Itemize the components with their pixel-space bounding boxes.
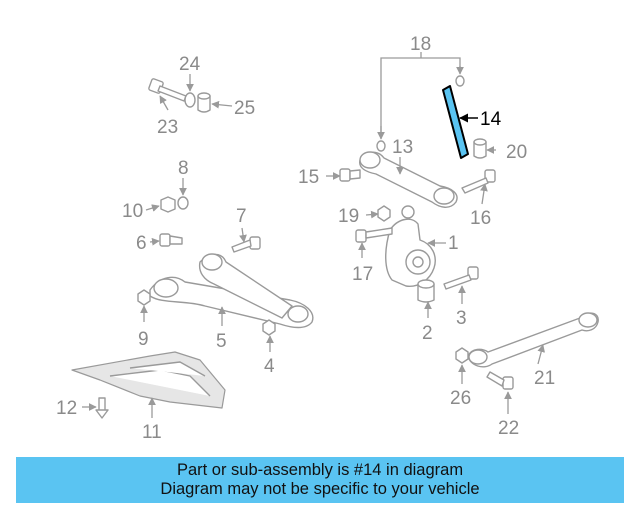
part-1-knuckle [385, 205, 436, 287]
callout-25: 25 [234, 98, 255, 119]
callout-12: 12 [56, 398, 77, 419]
part-16-bolt [461, 169, 496, 194]
part-24-washer [184, 92, 196, 108]
callout-21: 21 [534, 368, 555, 389]
callout-10: 10 [122, 201, 143, 222]
callout-2: 2 [422, 323, 433, 344]
part-22-bolt [486, 371, 514, 390]
part-12-clip [95, 397, 109, 419]
callout-labels: 24 23 25 8 10 6 7 9 5 4 11 12 18 14 13 2… [56, 34, 555, 443]
part-11-shield [71, 351, 226, 409]
part-2-bushing [417, 279, 435, 303]
part-3-bolt [443, 266, 479, 290]
caption-line-1: Part or sub-assembly is #14 in diagram [176, 461, 464, 479]
callout-23: 23 [157, 117, 178, 138]
callout-5: 5 [216, 331, 227, 352]
callout-11: 11 [142, 422, 162, 443]
callout-3: 3 [456, 308, 467, 329]
callout-18: 18 [410, 34, 431, 55]
callout-22: 22 [498, 418, 519, 439]
callout-26: 26 [450, 388, 471, 409]
part-6-bolt [159, 233, 183, 247]
part-25-bushing [197, 92, 211, 113]
callout-15: 15 [298, 167, 319, 188]
part-7-bolt [231, 236, 261, 253]
part-9-nut [137, 289, 151, 306]
parts-diagram: 24 23 25 8 10 6 7 9 5 4 11 12 18 14 13 2… [56, 34, 599, 443]
part-18-bushing-left [376, 140, 386, 152]
leader-lines [82, 52, 545, 418]
part-26-nut [455, 347, 469, 364]
callout-8: 8 [178, 158, 189, 179]
callout-17: 17 [352, 264, 373, 285]
caption-bar: Part or sub-assembly is #14 in diagram D… [16, 457, 624, 503]
part-14-link-highlighted [442, 85, 469, 159]
part-19-nut [377, 205, 391, 222]
callout-4: 4 [264, 356, 275, 377]
callout-19: 19 [338, 206, 359, 227]
part-18-bushing-right [455, 75, 465, 87]
part-4-nut [262, 319, 276, 336]
callout-13: 13 [392, 137, 413, 158]
callout-20: 20 [506, 142, 527, 163]
callout-16: 16 [470, 208, 491, 229]
caption-line-2: Diagram may not be specific to your vehi… [160, 480, 480, 498]
part-23-bolt [148, 78, 187, 102]
callout-7: 7 [236, 206, 247, 227]
part-17-bolt [355, 227, 393, 243]
callout-14: 14 [480, 109, 502, 130]
part-13-upper-link [359, 151, 458, 208]
callout-24: 24 [179, 54, 201, 75]
part-21-lower-link [467, 312, 599, 368]
part-20-bushing [473, 138, 487, 159]
part-5-control-arm [149, 253, 314, 329]
callout-9: 9 [138, 329, 149, 350]
part-8-washer [177, 196, 189, 210]
callout-6: 6 [136, 233, 147, 254]
part-10-nut [160, 196, 176, 213]
callout-1: 1 [448, 233, 459, 254]
part-15-bolt [339, 168, 361, 182]
